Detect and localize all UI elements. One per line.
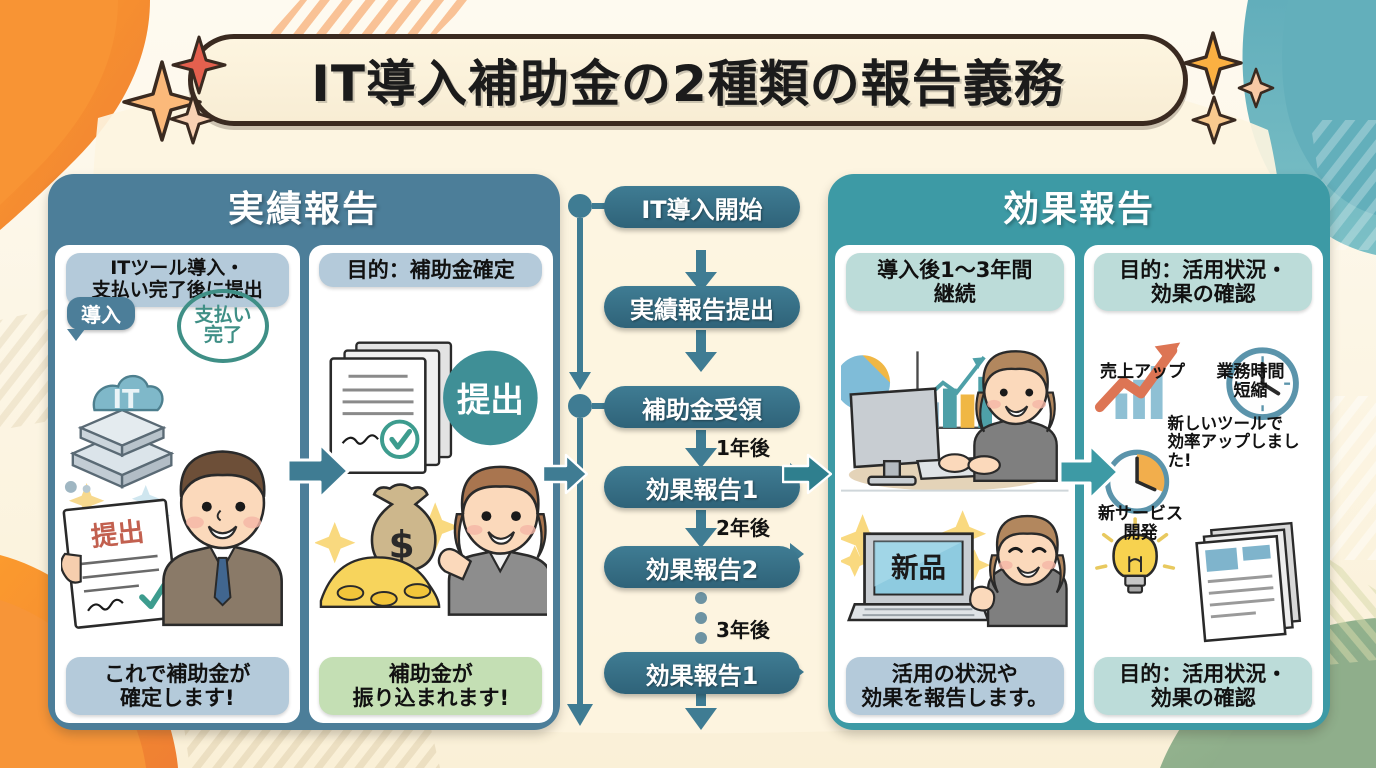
timeline-column: IT導入開始 実績報告提出 補助金受領 効果報告1 効果報告2 効果報告1 1年…	[566, 174, 814, 744]
timeline-node-4[interactable]: 効果報告2	[604, 546, 800, 588]
left-panel-header: 実績報告	[227, 189, 380, 230]
svg-text:提出: 提出	[456, 381, 523, 420]
badge-pointer-icon	[67, 329, 85, 341]
sparkle-icon	[171, 35, 227, 95]
page-title: IT導入補助金の2種類の報告義務	[188, 34, 1188, 126]
timeline-interval-0: 1年後	[716, 436, 770, 460]
timeline-node-5[interactable]: 効果報告1	[604, 652, 800, 694]
timeline-node-2[interactable]: 補助金受領	[604, 386, 800, 428]
card2-illustration: 提出 $	[314, 287, 547, 657]
panel-kouka-hokoku: 効果報告 導入後1〜3年間 継続	[828, 174, 1330, 730]
badge-shiharai-kanryo: 支払い 完了	[177, 289, 269, 363]
arrow-right-icon-left-panel	[286, 442, 350, 500]
badge-dounyu: 導入	[67, 297, 135, 330]
card4-illustration	[1090, 311, 1318, 656]
card3-top-pill: 導入後1〜3年間 継続	[845, 253, 1064, 312]
svg-text:IT: IT	[113, 385, 141, 415]
metric-label-uriage-up: 売上アップ	[1100, 362, 1185, 382]
left-panel-body: ITツール導入・ 支払い完了後に提出	[48, 238, 560, 730]
card-mokuteki-katsuyo: 目的：活用状況・ 効果の確認	[1083, 245, 1323, 723]
right-panel-body: 導入後1〜3年間 継続	[828, 238, 1330, 730]
card-it-tool-submit: ITツール導入・ 支払い完了後に提出	[55, 245, 300, 723]
svg-text:提出: 提出	[90, 516, 146, 552]
card1-illustration: IT 提出	[61, 307, 294, 657]
svg-text:新品: 新品	[891, 552, 946, 584]
arrow-right-icon-to-right-panel	[782, 453, 832, 495]
arrow-right-icon-to-timeline	[542, 453, 588, 495]
arrow-right-icon-right-panel	[1058, 443, 1120, 501]
sparkle-icon	[1191, 95, 1237, 145]
card-mokuteki-hojokin: 目的：補助金確定 提出	[308, 245, 553, 723]
title-text: IT導入補助金の2種類の報告義務	[311, 55, 1065, 113]
timeline-node-3[interactable]: 効果報告1	[604, 466, 800, 508]
card3-illustration: 新品	[841, 311, 1069, 656]
sparkle-icon	[169, 93, 217, 145]
timeline-interval-2: 3年後	[716, 618, 770, 642]
right-panel-header: 効果報告	[1002, 189, 1155, 230]
card2-bottom-pill: 補助金が 振り込まれます!	[319, 656, 543, 715]
title-plate: IT導入補助金の2種類の報告義務	[188, 34, 1188, 126]
card-keizoku: 導入後1〜3年間 継続	[835, 245, 1075, 723]
timeline-interval-1: 2年後	[716, 516, 770, 540]
metric-label-shin-service: 新サービス 開発	[1098, 504, 1183, 544]
panel-jisseki-hokoku: 実績報告 ITツール導入・ 支払い完了後に提出	[48, 174, 560, 730]
metric-label-gyomu-jikan: 業務時間 短縮	[1216, 362, 1285, 402]
card3-bottom-pill: 活用の状況や 効果を報告します。	[845, 656, 1064, 715]
card1-bottom-pill: これで補助金が 確定します!	[65, 656, 289, 715]
timeline-node-1[interactable]: 実績報告提出	[604, 286, 800, 328]
card2-top-pill: 目的：補助金確定	[319, 253, 543, 288]
timeline-node-0[interactable]: IT導入開始	[604, 186, 800, 228]
card4-top-pill: 目的：活用状況・ 効果の確認	[1094, 253, 1313, 312]
sparkle-icon	[1237, 67, 1275, 109]
metric-label-kouritsu-up: 新しいツールで 効率アップしました!	[1167, 414, 1300, 470]
sparkle-icon	[1183, 31, 1243, 95]
card4-bottom-pill: 目的：活用状況・ 効果の確認	[1094, 656, 1313, 715]
sparkle-icon	[122, 60, 202, 142]
